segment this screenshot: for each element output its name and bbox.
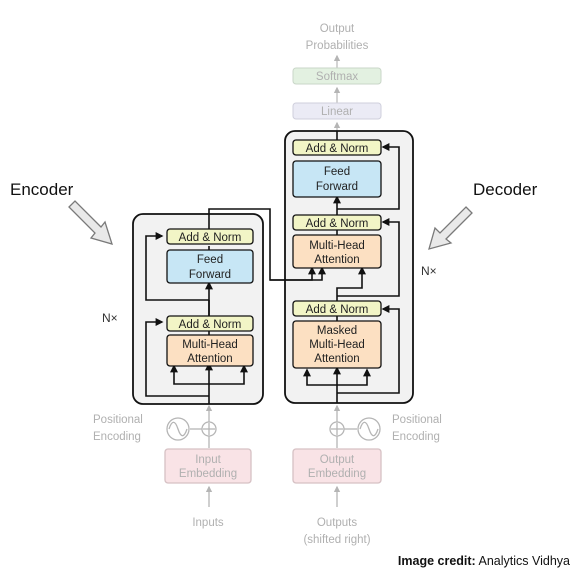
output-embedding-line1: Output [320, 454, 355, 466]
decoder-masked-line2: Multi-Head [309, 339, 365, 351]
decoder-add-operator [329, 421, 345, 437]
decoder-add-norm-top [292, 139, 382, 156]
image-credit-source: Analytics Vidhya [475, 554, 571, 568]
encoder-add-operator [201, 421, 217, 437]
encoder-sine-icon [166, 417, 190, 441]
output-embedding-line2: Embedding [308, 468, 366, 480]
encoder-add-norm-bottom-label: Add & Norm [179, 319, 242, 331]
output-embedding-box [292, 448, 382, 484]
decoder-pos-line1: Positional [392, 414, 442, 426]
encoder-pos-line1: Positional [93, 414, 143, 426]
decoder-nx-label: N× [421, 264, 437, 278]
softmax-box [292, 67, 382, 85]
linear-box [292, 102, 382, 120]
output-probabilities-line2: Probabilities [306, 40, 369, 52]
encoder-add-norm-bottom [166, 315, 254, 332]
inputs-label: Inputs [192, 517, 224, 529]
decoder-multi-head-attention [292, 234, 382, 269]
outputs-label-line1: Outputs [317, 517, 358, 529]
decoder-add-norm-mid-label: Add & Norm [306, 218, 369, 230]
image-credit: Image credit: Analytics Vidhya [330, 554, 570, 568]
decoder-mha-line2: Attention [314, 254, 359, 266]
encoder-side-label: Encoder [10, 180, 74, 199]
encoder-pointer-arrow [68, 200, 113, 245]
encoder-add-norm-top [166, 228, 254, 245]
decoder-pointer-arrow [428, 206, 473, 250]
decoder-side-label: Decoder [473, 180, 538, 199]
decoder-ff-line1: Feed [324, 166, 350, 178]
encoder-multi-head-attention [166, 334, 254, 367]
decoder-masked-line3: Attention [314, 353, 359, 365]
input-embedding-line1: Input [195, 454, 221, 466]
encoder-feed-forward [166, 249, 254, 284]
decoder-add-norm-mid [292, 214, 382, 231]
linear-label: Linear [321, 106, 353, 118]
decoder-ff-line2: Forward [316, 181, 358, 193]
encoder-pos-line2: Encoding [93, 431, 141, 443]
encoder-ff-line1: Feed [197, 254, 223, 266]
decoder-feed-forward [292, 160, 382, 198]
outputs-label-line2: (shifted right) [303, 534, 370, 546]
encoder-ff-line2: Forward [189, 269, 231, 281]
decoder-mha-line1: Multi-Head [309, 240, 365, 252]
input-embedding-box [164, 448, 252, 484]
image-credit-label: Image credit: [397, 554, 476, 568]
decoder-add-norm-top-label: Add & Norm [306, 143, 369, 155]
decoder-pos-line2: Encoding [392, 431, 440, 443]
decoder-masked-line1: Masked [317, 325, 357, 337]
encoder-mha-line2: Attention [187, 353, 232, 365]
decoder-sine-icon [357, 417, 381, 441]
encoder-add-norm-top-label: Add & Norm [179, 232, 242, 244]
output-probabilities-line1: Output [320, 23, 355, 35]
softmax-label: Softmax [316, 71, 358, 83]
encoder-mha-line1: Multi-Head [182, 339, 238, 351]
input-embedding-line2: Embedding [179, 468, 237, 480]
encoder-nx-label: N× [102, 311, 118, 325]
decoder-add-norm-bottom-label: Add & Norm [306, 304, 369, 316]
